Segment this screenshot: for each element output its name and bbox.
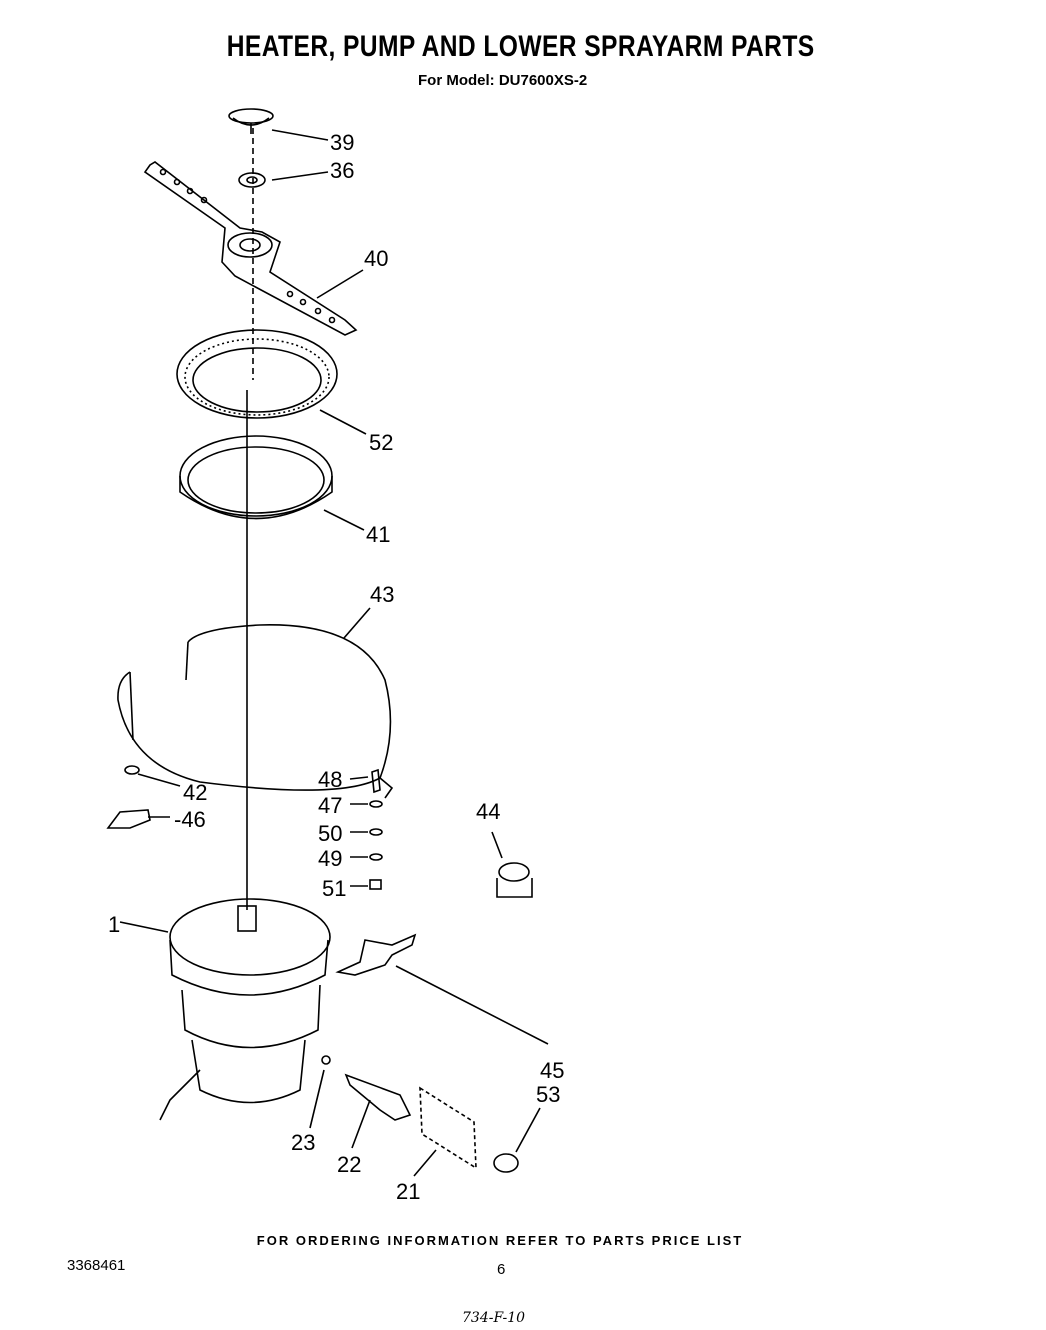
callout-22: 22 [337, 1152, 361, 1177]
part-41-ring [179, 435, 333, 520]
part-46-bracket [106, 809, 151, 829]
part-22-sensor [344, 1073, 412, 1121]
part-40-lower-sprayarm [143, 161, 358, 336]
callout-36: 36 [330, 158, 354, 183]
callout-44: 44 [476, 799, 500, 824]
callout-1: 1 [108, 912, 120, 937]
part-1-pump-motor [159, 898, 331, 1121]
callout-52: 52 [369, 430, 393, 455]
page-title: HEATER, PUMP AND LOWER SPRAYARM PARTS [226, 30, 815, 63]
callout-41: 41 [366, 522, 390, 547]
part-23-o-ring [321, 1055, 331, 1065]
callout-21: 21 [396, 1179, 420, 1204]
handwritten-code: 734-F-10 [462, 1310, 526, 1326]
callout-45: 45 [540, 1058, 564, 1083]
part-42-washer [124, 765, 140, 775]
callout-53: 53 [536, 1082, 560, 1107]
callout-40: 40 [364, 246, 388, 271]
callout-39: 39 [330, 130, 354, 155]
part-44-thermostat [496, 862, 533, 898]
callout-48: 48 [318, 767, 342, 792]
ordering-note: FOR ORDERING INFORMATION REFER TO PARTS … [256, 1233, 744, 1248]
part-39-cap [228, 108, 274, 134]
callout-50: 50 [318, 821, 342, 846]
callout-51: 51 [322, 876, 346, 901]
part-21-bracket [419, 1086, 477, 1170]
callout-42: 42 [183, 780, 207, 805]
part-36-washer [238, 172, 266, 188]
callout-47: 47 [318, 793, 342, 818]
callout-43: 43 [370, 582, 394, 607]
part-43-heater-element [117, 624, 394, 799]
part-53-clamp [493, 1153, 519, 1173]
page-number: 6 [497, 1261, 506, 1278]
part-52-filter-ring [176, 329, 338, 419]
callout-49: 49 [318, 846, 342, 871]
model-subtitle: For Model: DU7600XS-2 [418, 72, 588, 89]
callout-46: -46 [174, 807, 206, 832]
hardware-stack [369, 768, 383, 890]
callout-23: 23 [291, 1130, 315, 1155]
document-number: 3368461 [67, 1257, 126, 1274]
part-45-bracket [335, 933, 417, 976]
